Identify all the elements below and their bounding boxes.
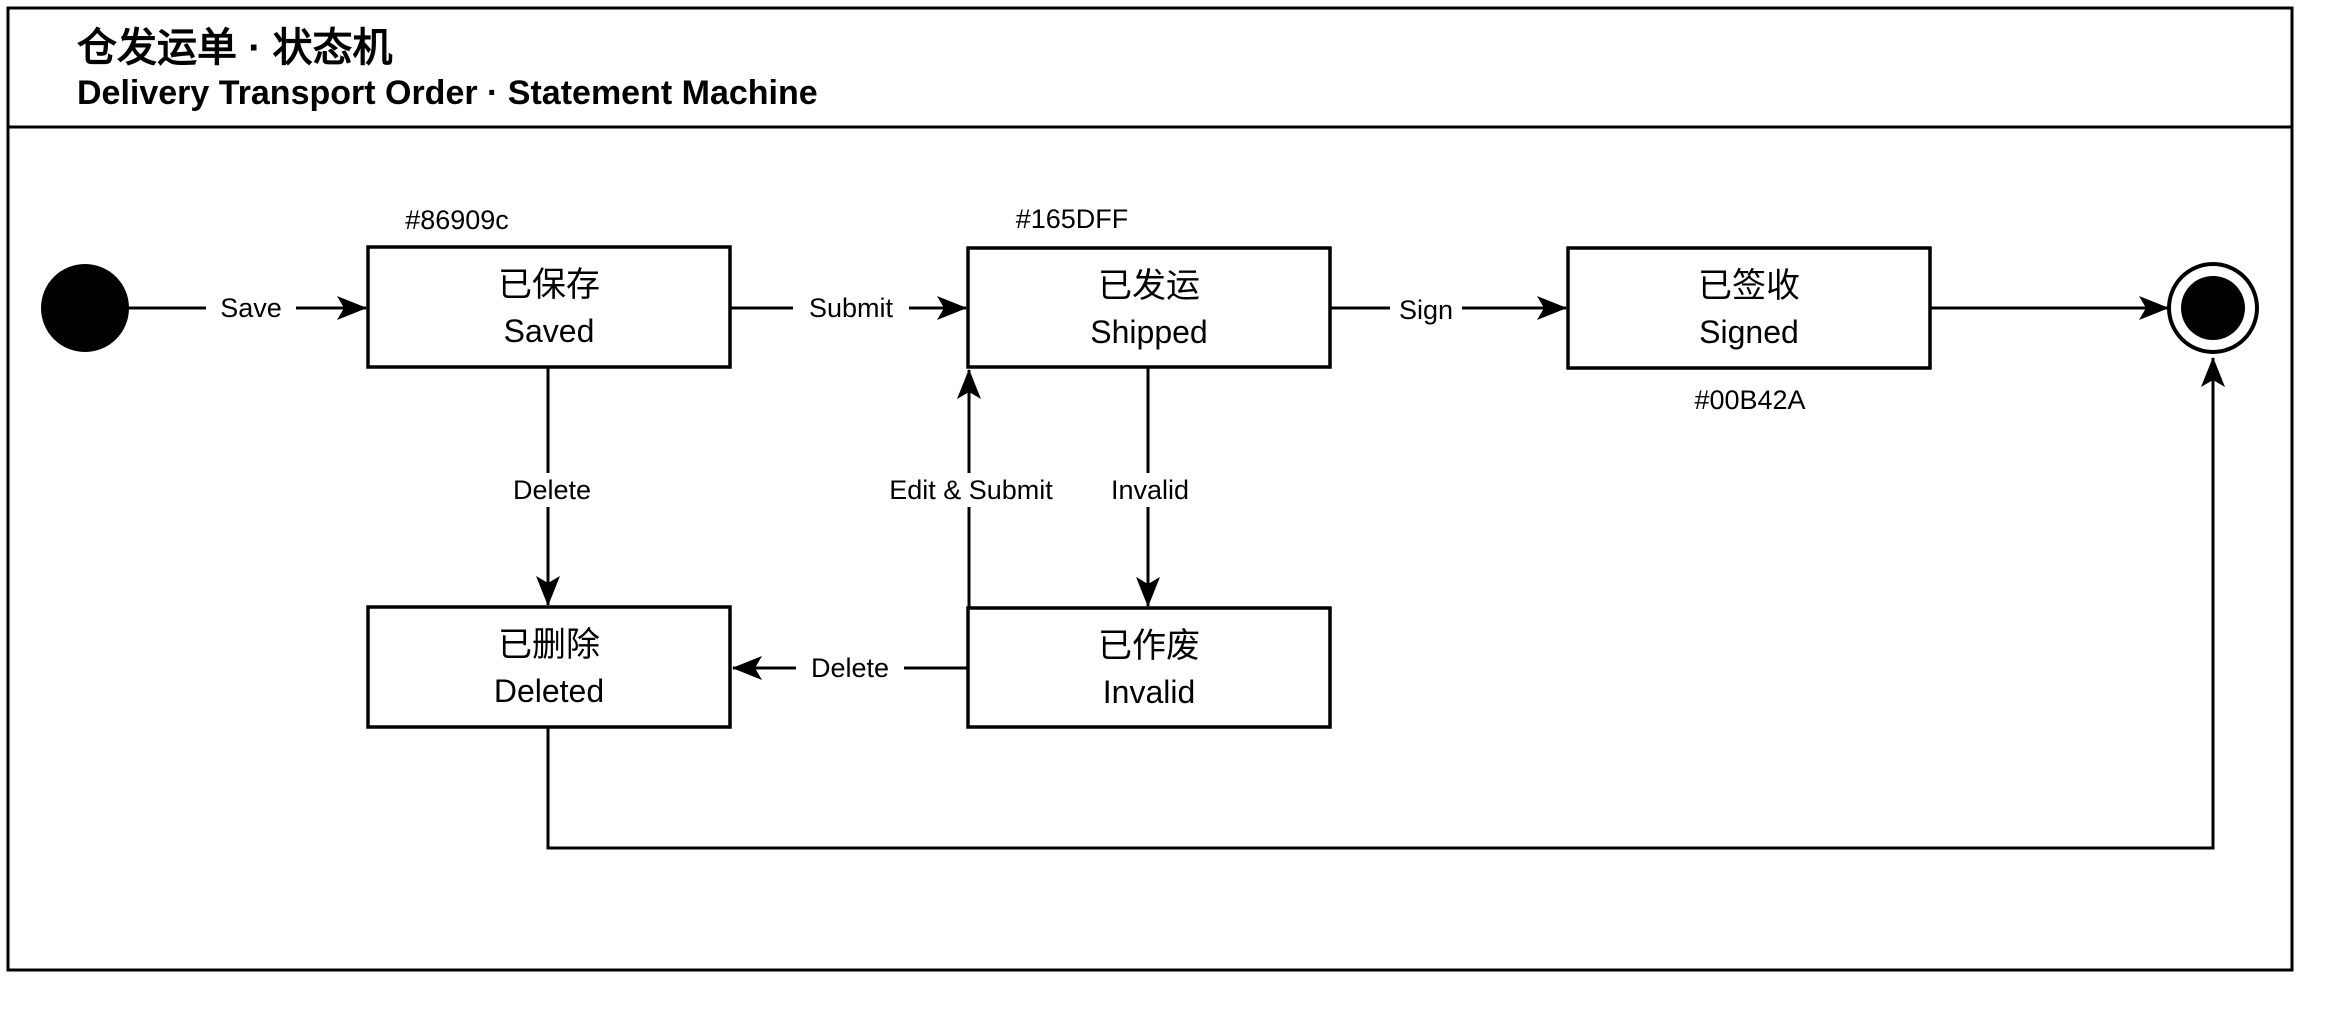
transition-invalidate-label: Invalid: [1111, 475, 1189, 505]
state-saved-label-zh: 已保存: [498, 266, 600, 304]
state-deleted-label-en: Deleted: [494, 673, 604, 709]
diagram-frame: [6, 6, 2294, 972]
label-bg: [793, 291, 909, 325]
transition-submit-label: Submit: [809, 293, 894, 323]
state-shipped: 已发运 Shipped #165DFF: [966, 204, 1332, 369]
label-bg: [1094, 473, 1206, 507]
diagram-title-zh: 仓发运单 · 状态机: [77, 26, 393, 70]
transition-sign-label-group: Sign: [1390, 293, 1462, 327]
transition-deleted-to-final-line: [546, 357, 2225, 850]
state-invalid-label-en: Invalid: [1103, 674, 1196, 710]
state-deleted-label-zh: 已删除: [498, 626, 600, 664]
state-signed-color-label: #00B42A: [1694, 385, 1805, 415]
state-invalid-label-zh: 已作废: [1098, 627, 1200, 665]
transition-sign-label: Sign: [1399, 295, 1453, 325]
final-state-inner-dot: [2181, 276, 2245, 340]
transition-edit-submit-label: Edit & Submit: [889, 475, 1053, 505]
label-bg: [796, 651, 904, 685]
diagram-title-en: Delivery Transport Order · Statement Mac…: [77, 74, 818, 112]
label-bg: [502, 473, 602, 507]
state-shipped-label-zh: 已发运: [1098, 267, 1200, 305]
state-signed-label-en: Signed: [1699, 314, 1799, 350]
state-saved-box: [366, 245, 732, 369]
transition-delete-invalid-label-group: Delete: [796, 651, 904, 685]
state-shipped-label-en: Shipped: [1090, 314, 1207, 350]
state-saved-label-en: Saved: [504, 313, 595, 349]
transition-delete-invalid-label: Delete: [811, 653, 889, 683]
label-bg: [206, 291, 296, 325]
state-saved-color-label: #86909c: [405, 205, 509, 235]
transition-save-label-group: Save: [206, 291, 296, 325]
initial-state-node: [41, 264, 129, 352]
transition-submit-label-group: Submit: [793, 291, 909, 325]
label-bg: [862, 473, 1080, 507]
state-shipped-color-label: #165DFF: [1016, 204, 1129, 234]
state-saved: 已保存 Saved #86909c: [366, 205, 732, 369]
transition-delete-saved-label: Delete: [513, 475, 591, 505]
state-shipped-box: [966, 246, 1332, 369]
transition-delete-saved-label-group: Delete: [502, 473, 602, 507]
state-signed: 已签收 Signed #00B42A: [1566, 246, 1932, 415]
state-signed-label-zh: 已签收: [1698, 267, 1800, 305]
final-state-node: [2167, 262, 2259, 354]
state-deleted: 已删除 Deleted: [366, 605, 732, 729]
transition-invalidate-label-group: Invalid: [1094, 473, 1206, 507]
state-deleted-box: [366, 605, 732, 729]
transition-edit-submit-label-group: Edit & Submit: [862, 473, 1080, 507]
state-signed-box: [1566, 246, 1932, 370]
label-bg: [1390, 293, 1462, 327]
state-invalid-box: [966, 606, 1332, 729]
transition-save-label: Save: [220, 293, 282, 323]
state-invalid: 已作废 Invalid: [966, 606, 1332, 729]
